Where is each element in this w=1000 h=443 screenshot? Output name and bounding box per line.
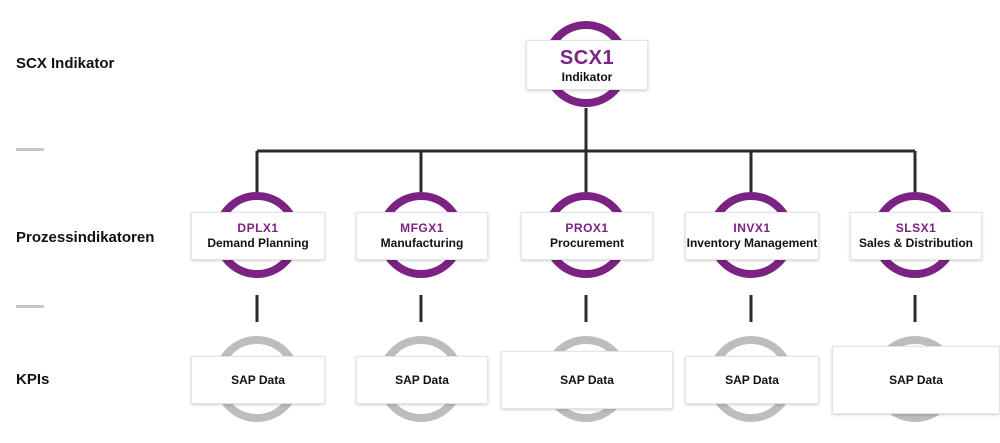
process-node-code: PROX1 [565, 221, 609, 236]
process-node-slsx1: SLSX1 Sales & Distribution [850, 212, 982, 260]
kpi-node-3: SAP Data [501, 351, 673, 409]
root-node-code: SCX1 [559, 46, 615, 69]
kpi-node-label: SAP Data [231, 373, 285, 387]
process-node-dplx1: DPLX1 Demand Planning [191, 212, 325, 260]
row-divider-dash [16, 305, 44, 308]
kpi-node-1: SAP Data [191, 356, 325, 404]
process-node-name: Demand Planning [207, 235, 309, 250]
kpi-node-4: SAP Data [685, 356, 819, 404]
process-node-code: DPLX1 [237, 221, 279, 236]
process-node-name: Sales & Distribution [858, 235, 974, 250]
process-node-invx1: INVX1 Inventory Management [685, 212, 819, 260]
process-node-name: Manufacturing [380, 235, 464, 250]
kpi-node-label: SAP Data [889, 373, 943, 387]
process-node-name: Inventory Management [686, 235, 818, 250]
kpi-node-5: SAP Data [832, 346, 1000, 414]
kpi-node-label: SAP Data [560, 373, 614, 387]
process-node-prox1: PROX1 Procurement [521, 212, 653, 260]
process-node-code: MFGX1 [400, 221, 444, 236]
kpi-node-label: SAP Data [395, 373, 449, 387]
process-node-mfgx1: MFGX1 Manufacturing [356, 212, 488, 260]
row-label-scx-indikator: SCX Indikator [16, 55, 115, 72]
root-node-label: SCX1 Indikator [526, 40, 648, 90]
row-label-kpis: KPIs [16, 371, 50, 388]
kpi-node-label: SAP Data [725, 373, 779, 387]
row-label-prozessindikatoren: Prozessindikatoren [16, 229, 155, 246]
process-node-name: Procurement [549, 235, 625, 250]
process-node-code: SLSX1 [895, 221, 937, 236]
root-node-name: Indikator [561, 69, 613, 84]
row-divider-dash [16, 148, 44, 151]
process-node-code: INVX1 [733, 221, 771, 236]
kpi-node-2: SAP Data [356, 356, 488, 404]
